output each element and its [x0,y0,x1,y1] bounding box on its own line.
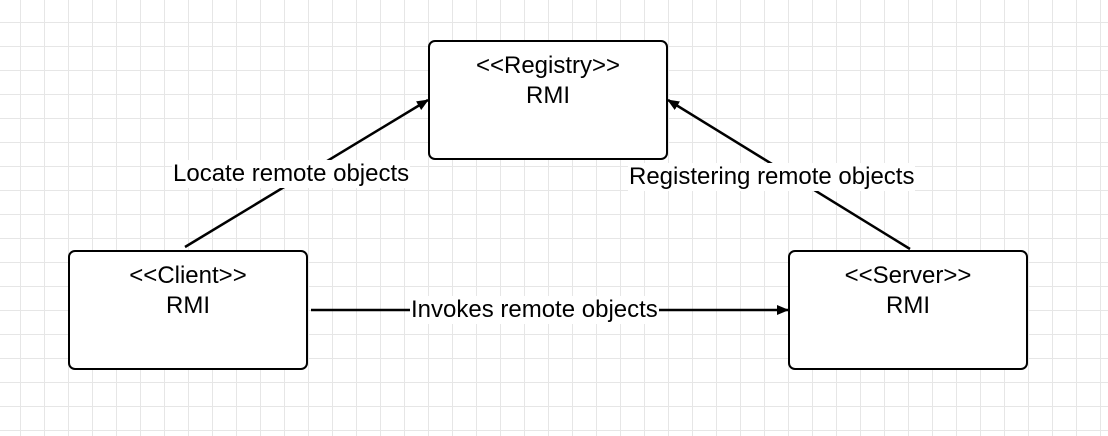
server-label: RMI [886,292,930,319]
registry-label: RMI [526,82,570,109]
edge-invoke-label: Invokes remote objects [410,296,659,324]
edge-register-label: Registering remote objects [628,163,916,191]
client-label: RMI [166,292,210,319]
client-stereotype: <<Client>> [129,262,247,289]
edge-locate-label: Locate remote objects [172,160,411,188]
client-node[interactable]: <<Client>> RMI [68,250,308,370]
server-node[interactable]: <<Server>> RMI [788,250,1028,370]
registry-node[interactable]: <<Registry>> RMI [428,40,668,160]
registry-stereotype: <<Registry>> [475,52,621,79]
server-stereotype: <<Server>> [844,262,972,289]
